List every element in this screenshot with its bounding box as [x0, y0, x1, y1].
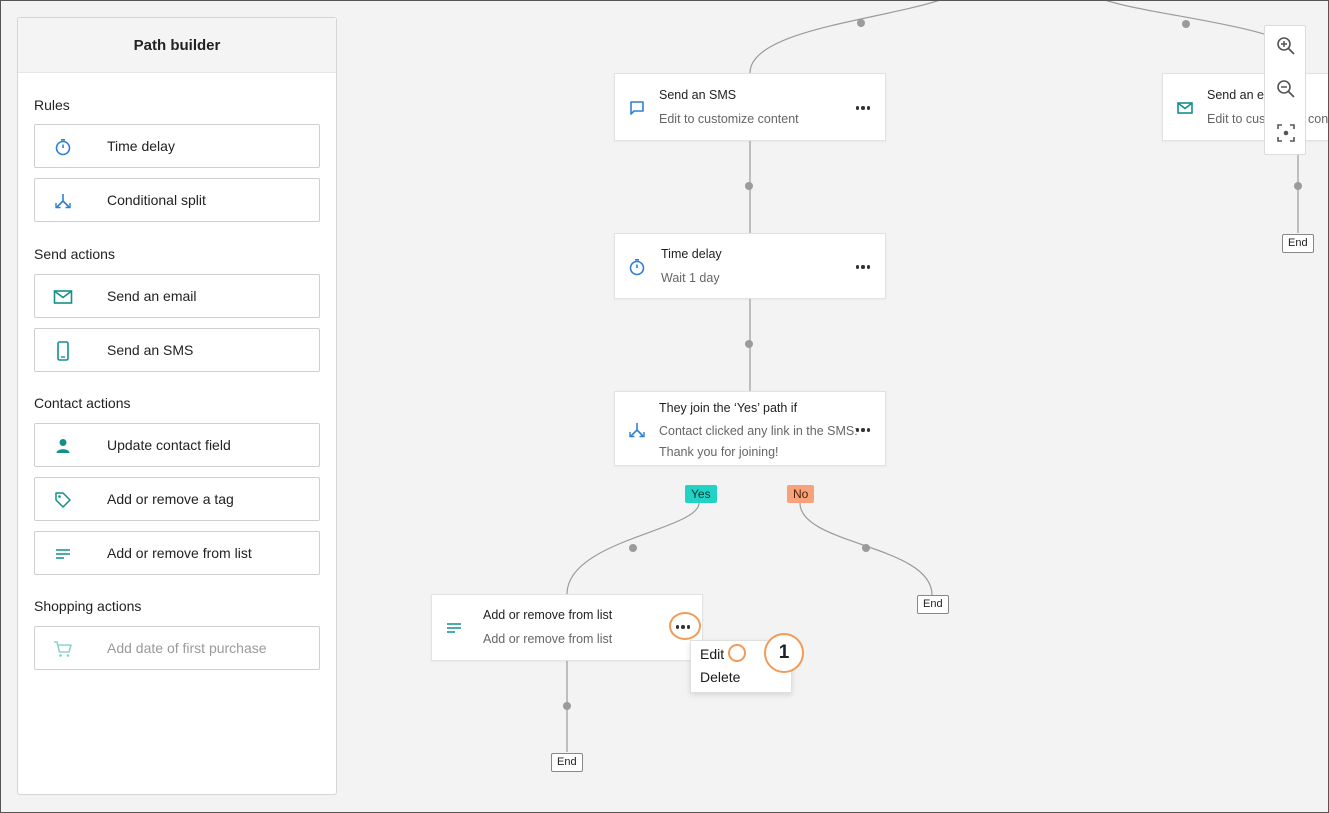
zoom-in-icon[interactable] — [1274, 34, 1298, 58]
email-icon — [1175, 98, 1195, 118]
more-options-icon[interactable] — [851, 258, 875, 276]
tool-conditional-split[interactable]: Conditional split — [34, 178, 320, 222]
section-rules: Rules — [34, 97, 70, 113]
node-subtitle-overflow: con — [1308, 112, 1329, 126]
timer-icon — [627, 257, 647, 277]
end-node: End — [1282, 234, 1314, 253]
tool-add-remove-list[interactable]: Add or remove from list — [34, 531, 320, 575]
tool-label: Add or remove a tag — [107, 491, 234, 507]
zoom-out-icon[interactable] — [1274, 77, 1298, 101]
tool-label: Send an email — [107, 288, 197, 304]
section-send-actions: Send actions — [34, 246, 115, 262]
node-subtitle: Edit to cus — [1207, 112, 1266, 126]
more-options-icon[interactable] — [851, 421, 875, 439]
node-title: Send an SMS — [659, 88, 737, 102]
tool-label: Conditional split — [107, 192, 206, 208]
node-conditional-split[interactable]: They join the ‘Yes’ path if Contact clic… — [614, 391, 886, 466]
split-icon — [627, 420, 647, 440]
tool-label: Time delay — [107, 138, 175, 154]
person-icon — [53, 436, 73, 456]
cart-icon — [53, 639, 73, 659]
tool-time-delay[interactable]: Time delay — [34, 124, 320, 168]
node-subtitle: Add or remove from list — [483, 632, 613, 646]
zoom-controls — [1264, 25, 1306, 155]
phone-icon — [53, 341, 73, 361]
tool-label: Add or remove from list — [107, 545, 252, 561]
node-title: Add or remove from list — [483, 608, 613, 622]
path-builder-sidebar: Path builder Rules Time delay Conditiona… — [17, 17, 337, 795]
section-contact-actions: Contact actions — [34, 395, 131, 411]
node-title: They join the ‘Yes’ path if — [659, 401, 798, 415]
tool-add-date-first-purchase: Add date of first purchase — [34, 626, 320, 670]
email-icon — [53, 287, 73, 307]
tool-label: Add date of first purchase — [107, 640, 267, 656]
node-condition-line1: Contact clicked any link in the SMS: — [659, 424, 858, 438]
sms-bubble-icon — [627, 98, 647, 118]
node-add-remove-list[interactable]: Add or remove from list Add or remove fr… — [431, 594, 703, 661]
branch-yes-label: Yes — [685, 485, 717, 503]
end-node: End — [551, 753, 583, 772]
tag-icon — [53, 490, 73, 510]
tool-send-sms[interactable]: Send an SMS — [34, 328, 320, 372]
tool-update-contact-field[interactable]: Update contact field — [34, 423, 320, 467]
end-node: End — [917, 595, 949, 614]
menu-item-delete[interactable]: Delete — [700, 669, 741, 685]
node-title: Send an e — [1207, 88, 1264, 102]
node-condition-line2: Thank you for joining! — [659, 445, 779, 459]
sidebar-title: Path builder — [18, 18, 336, 73]
node-title: Time delay — [661, 247, 722, 261]
tool-label: Send an SMS — [107, 342, 194, 358]
section-shopping-actions: Shopping actions — [34, 598, 142, 614]
edit-highlight-marker — [728, 644, 746, 662]
split-icon — [53, 191, 73, 211]
more-options-icon[interactable] — [851, 99, 875, 117]
menu-item-edit[interactable]: Edit — [700, 646, 725, 662]
node-send-sms[interactable]: Send an SMS Edit to customize content — [614, 73, 886, 141]
fit-to-screen-icon[interactable] — [1274, 121, 1298, 145]
tool-add-remove-tag[interactable]: Add or remove a tag — [34, 477, 320, 521]
list-icon — [444, 618, 464, 638]
list-icon — [53, 544, 73, 564]
node-subtitle: Wait 1 day — [661, 271, 720, 285]
tool-send-email[interactable]: Send an email — [34, 274, 320, 318]
callout-step-marker: 1 — [764, 633, 804, 673]
tool-label: Update contact field — [107, 437, 231, 453]
more-options-highlight — [669, 612, 701, 640]
node-subtitle: Edit to customize content — [659, 112, 799, 126]
branch-no-label: No — [787, 485, 815, 503]
node-time-delay[interactable]: Time delay Wait 1 day — [614, 233, 886, 299]
timer-icon — [53, 137, 73, 157]
